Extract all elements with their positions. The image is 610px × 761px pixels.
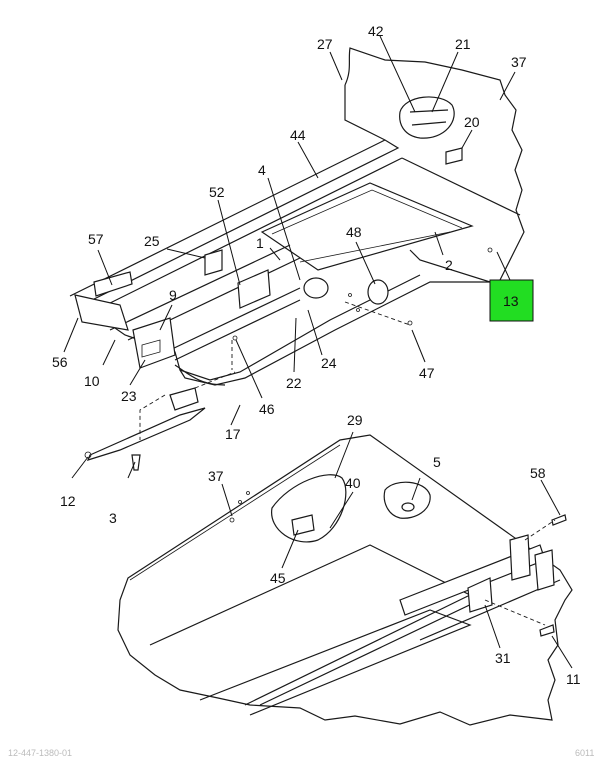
- highlighted-callout-13[interactable]: 13: [489, 279, 534, 322]
- callout-24: 24: [321, 355, 337, 371]
- callout-22: 22: [286, 375, 302, 391]
- drawing-number: 12-447-1380-01: [8, 748, 73, 758]
- lower-floor-assembly: [117, 434, 573, 726]
- callout-2: 2: [445, 257, 453, 273]
- callout-37-top: 37: [511, 54, 527, 70]
- callout-3: 3: [109, 510, 117, 526]
- callout-29: 29: [347, 412, 363, 428]
- callout-1: 1: [256, 235, 264, 251]
- highlight-label[interactable]: 13: [503, 293, 519, 309]
- callout-56: 56: [52, 354, 68, 370]
- callout-47: 47: [419, 365, 435, 381]
- page-code: 6011: [575, 748, 595, 758]
- highlight-box[interactable]: [489, 279, 534, 322]
- callout-11: 11: [566, 671, 581, 687]
- callout-58: 58: [530, 465, 546, 481]
- callout-44: 44: [290, 127, 306, 143]
- callout-46: 46: [259, 401, 275, 417]
- callout-27: 27: [317, 36, 333, 52]
- callout-17: 17: [225, 426, 241, 442]
- callout-5: 5: [433, 454, 441, 470]
- callout-labels: 1 2 3 4 5 9 10 11 12 17 20 21 22 23 24 2…: [52, 23, 581, 687]
- callout-25: 25: [144, 233, 160, 249]
- callout-10: 10: [84, 373, 100, 389]
- callout-21: 21: [455, 36, 471, 52]
- callout-42: 42: [368, 23, 384, 39]
- leader-lines: [63, 35, 573, 669]
- strap-assembly: [84, 371, 236, 471]
- callout-4: 4: [258, 162, 266, 178]
- callout-9: 9: [169, 287, 177, 303]
- callout-12: 12: [60, 493, 76, 509]
- callout-23: 23: [121, 388, 137, 404]
- callout-45: 45: [270, 570, 286, 586]
- callout-31: 31: [495, 650, 511, 666]
- upper-floor-assembly: [69, 47, 525, 386]
- callout-20: 20: [464, 114, 480, 130]
- callout-57: 57: [88, 231, 104, 247]
- callout-40: 40: [345, 475, 361, 491]
- callout-48: 48: [346, 224, 362, 240]
- callout-37-bottom: 37: [208, 468, 224, 484]
- callout-52: 52: [209, 184, 225, 200]
